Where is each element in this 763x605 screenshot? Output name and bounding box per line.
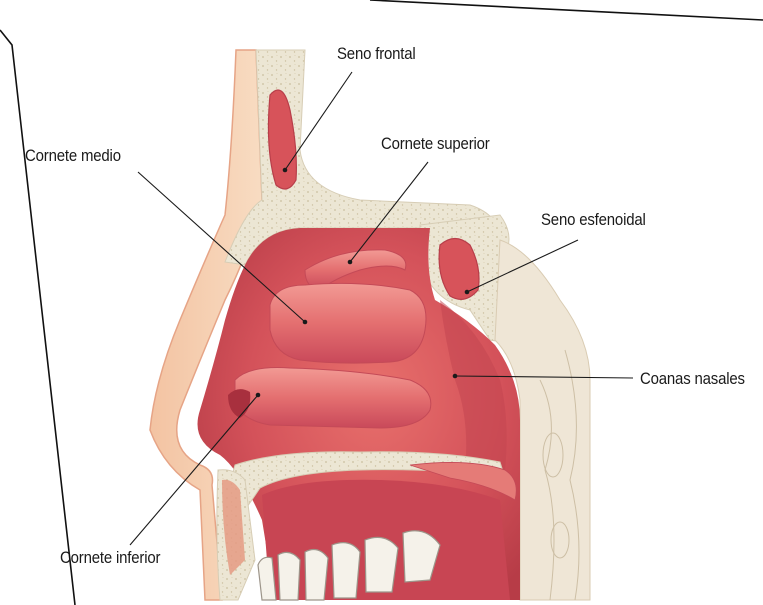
label-frontal-sinus: Seno frontal [337,44,416,64]
leader-middle-turbinate [138,172,305,322]
leader-inferior-turbinate [130,395,258,545]
label-middle-turbinate: Cornete medio [25,146,121,166]
dot-frontal-sinus [283,168,288,173]
dot-inferior-turbinate [256,393,261,398]
dot-middle-turbinate [303,320,308,325]
leader-superior-turbinate [350,162,428,262]
dot-sphenoid-sinus [465,290,470,295]
label-choanae: Coanas nasales [640,369,745,389]
dot-choanae [453,374,458,379]
dot-superior-turbinate [348,260,353,265]
label-superior-turbinate: Cornete superior [381,134,490,154]
leader-choanae [455,376,633,378]
label-inferior-turbinate: Cornete inferior [60,548,160,568]
leader-frontal-sinus [285,72,352,170]
label-sphenoid-sinus: Seno esfenoidal [541,210,646,230]
leader-sphenoid-sinus [467,240,578,292]
